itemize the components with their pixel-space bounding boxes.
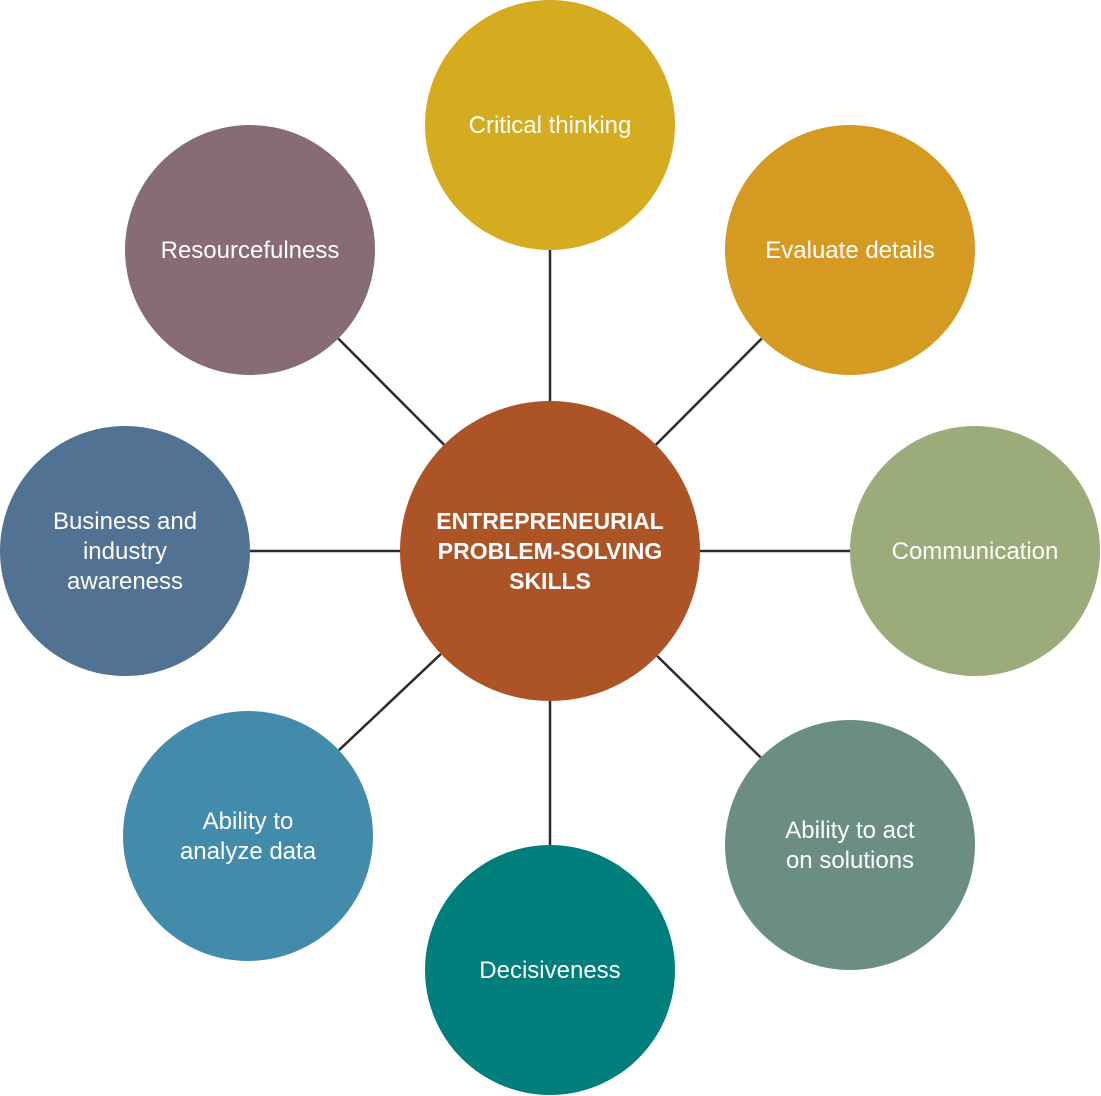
skill-label-critical-thinking: Critical thinking <box>469 112 632 139</box>
skill-label-ability-to-act-line: on solutions <box>786 847 914 874</box>
connectors <box>250 250 850 845</box>
connector-resourcefulness <box>337 337 445 446</box>
connector-evaluate-details <box>655 337 763 446</box>
skill-node-decisiveness: Decisiveness <box>425 845 675 1095</box>
skill-label-ability-to-act-line: Ability to act <box>785 817 915 844</box>
skill-circle-ability-to-analyze <box>123 711 373 961</box>
center-node: ENTREPRENEURIAL PROBLEM-SOLVING SKILLS <box>400 401 700 701</box>
skill-node-critical-thinking: Critical thinking <box>425 0 675 250</box>
skill-label-decisiveness: Decisiveness <box>479 957 620 984</box>
skill-label-business-awareness-line: awareness <box>67 568 183 595</box>
skill-node-evaluate-details: Evaluate details <box>725 125 975 375</box>
skill-node-ability-to-act: Ability to act on solutions <box>725 720 975 970</box>
skill-circle-critical-thinking <box>425 0 675 250</box>
skill-node-business-awareness: Business and industry awareness <box>0 426 250 676</box>
skill-label-resourcefulness: Resourcefulness <box>161 237 340 264</box>
skill-circle-ability-to-act <box>725 720 975 970</box>
skill-label-evaluate-details-line: Evaluate details <box>765 237 934 264</box>
skill-label-ability-to-analyze-line: analyze data <box>180 838 317 865</box>
skill-label-communication: Communication <box>892 538 1059 565</box>
skill-node-communication: Communication <box>850 426 1100 676</box>
skill-node-resourcefulness: Resourcefulness <box>125 125 375 375</box>
skill-node-ability-to-analyze: Ability to analyze data <box>123 711 373 961</box>
center-label: ENTREPRENEURIAL PROBLEM-SOLVING SKILLS <box>436 508 663 594</box>
connector-ability-to-act <box>656 655 762 759</box>
skill-label-ability-to-act: Ability to act on solutions <box>785 817 915 874</box>
skill-label-resourcefulness-line: Resourcefulness <box>161 237 340 264</box>
center-label-line: SKILLS <box>509 568 591 594</box>
center-label-line: ENTREPRENEURIAL <box>436 508 663 534</box>
skill-label-business-awareness-line: Business and <box>53 508 197 535</box>
skill-circle-resourcefulness <box>125 125 375 375</box>
skill-circle-evaluate-details <box>725 125 975 375</box>
center-circle <box>400 401 700 701</box>
connector-ability-to-analyze <box>338 653 442 752</box>
skill-label-evaluate-details: Evaluate details <box>765 237 934 264</box>
skill-label-business-awareness-line: industry <box>83 538 167 565</box>
skill-label-decisiveness-line: Decisiveness <box>479 957 620 984</box>
skill-label-ability-to-analyze: Ability to analyze data <box>180 808 317 865</box>
skill-circle-communication <box>850 426 1100 676</box>
skill-circle-business-awareness <box>0 426 250 676</box>
skill-label-ability-to-analyze-line: Ability to <box>203 808 294 835</box>
skill-label-critical-thinking-line: Critical thinking <box>469 112 632 139</box>
skill-circle-decisiveness <box>425 845 675 1095</box>
skill-label-communication-line: Communication <box>892 538 1059 565</box>
skill-label-business-awareness: Business and industry awareness <box>53 508 197 595</box>
center-label-line: PROBLEM-SOLVING <box>438 538 662 564</box>
